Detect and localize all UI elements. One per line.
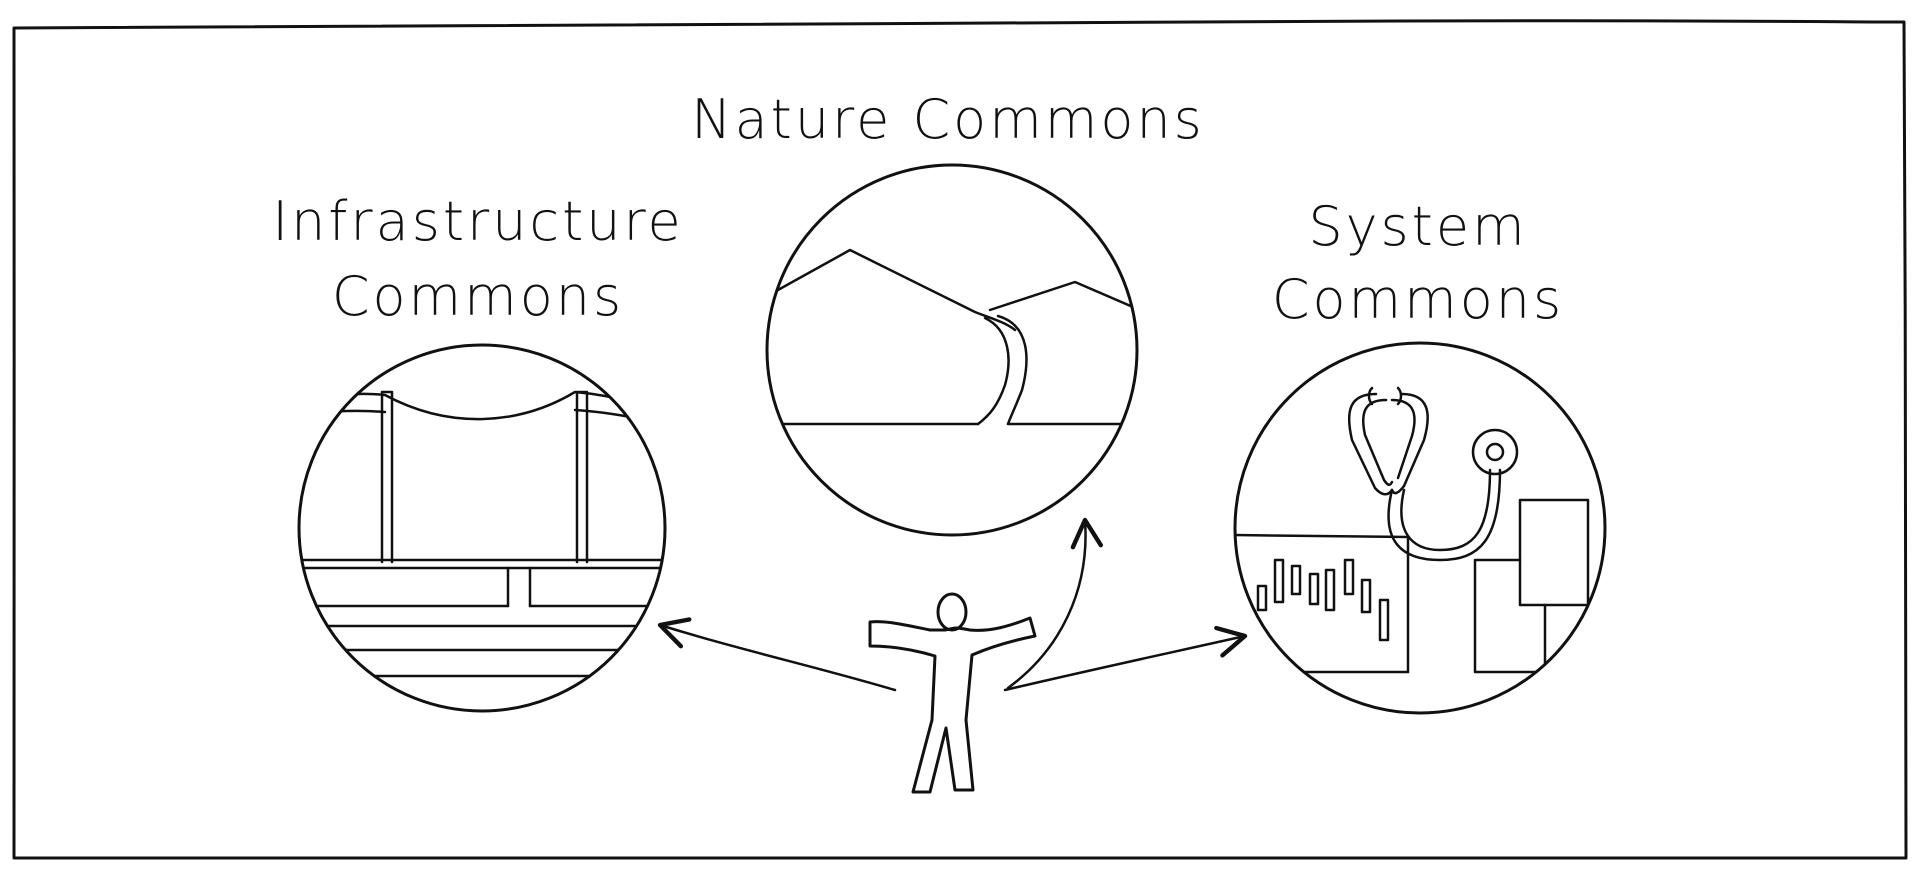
frame-border xyxy=(12,19,1908,860)
arrow-to-infrastructure xyxy=(657,617,897,692)
infrastructure-commons-title-line2: Commons xyxy=(332,265,624,328)
arrow-to-nature xyxy=(1006,517,1104,690)
infrastructure-commons-illustration xyxy=(297,343,667,713)
system-commons-title-line2: Commons xyxy=(1272,268,1564,331)
infrastructure-commons-title-line1: Infrastructure xyxy=(272,190,684,253)
arrows xyxy=(657,517,1248,692)
arrow-to-system xyxy=(1003,625,1248,692)
system-commons-title-line1: System xyxy=(1308,195,1527,258)
nature-commons-illustration xyxy=(765,163,1139,537)
system-commons-illustration xyxy=(1233,341,1607,715)
nature-commons-title: Nature Commons xyxy=(691,88,1205,151)
person-figure xyxy=(868,592,1037,794)
